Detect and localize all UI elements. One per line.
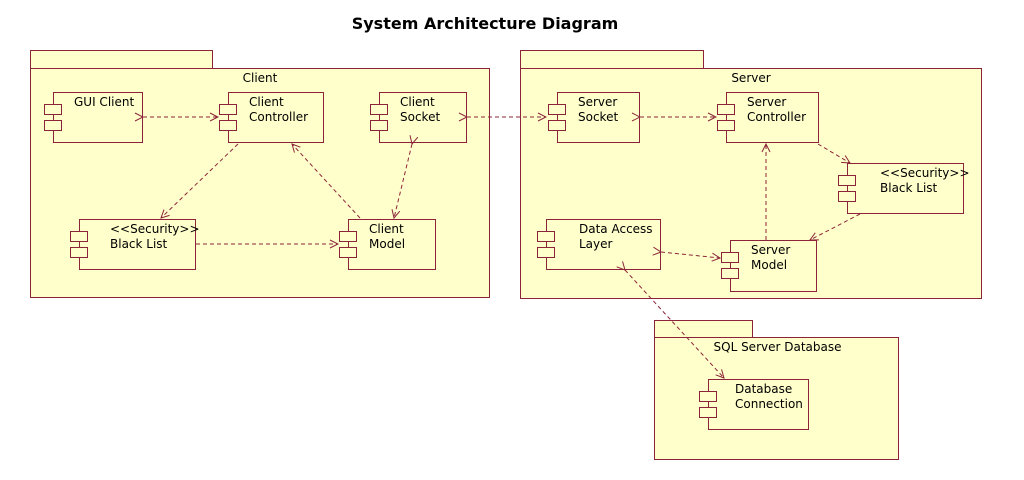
component-stereotype: <<Security>> [880,166,970,180]
component-label: Socket [400,110,441,124]
component-server-controller: Server Controller [717,92,819,143]
component-port [699,407,717,418]
component-label: Black List [880,181,938,195]
component-port [219,120,237,131]
package-client-tab [30,50,213,69]
component-port [548,104,566,115]
component-port [717,120,735,131]
diagram-title: System Architecture Diagram [351,14,619,33]
component-port [70,231,88,242]
component-port [339,247,357,258]
component-label: Client [400,95,435,109]
component-stereotype: <<Security>> [110,222,200,236]
component-port [838,191,856,202]
component-label: Client [369,222,404,236]
component-label: Layer [579,237,613,251]
package-db-tab [654,320,753,338]
component-client-black-list: <<Security>> Black List [70,219,200,270]
component-label: Black List [110,237,168,251]
component-port [44,104,62,115]
component-server-socket: Server Socket [548,92,640,143]
component-label: Server [747,95,787,109]
component-port [721,252,739,263]
component-server-black-list: <<Security>> Black List [838,163,970,214]
component-label: Model [369,237,406,251]
component-label: Model [751,258,788,272]
component-client-controller: Client Controller [219,92,324,143]
component-port [537,247,555,258]
component-client-socket: Client Socket [370,92,467,143]
component-server-model: Server Model [721,240,817,292]
component-label: Controller [249,110,309,124]
component-port [548,120,566,131]
package-db-label: SQL Server Database [713,340,842,354]
component-port [537,231,555,242]
component-data-access-layer: Data Access Layer [537,219,661,270]
package-server-tab [520,50,704,69]
component-label: Controller [747,110,807,124]
component-port [370,104,388,115]
component-label: GUI Client [74,95,135,109]
component-port [370,120,388,131]
component-port [717,104,735,115]
component-label: Connection [735,397,803,411]
component-port [70,247,88,258]
component-label: Server [578,95,618,109]
component-database-connection: Database Connection [699,379,809,430]
component-label: Database [735,382,793,396]
component-client-model: Client Model [339,219,436,270]
component-port [838,175,856,186]
component-label: Data Access [579,222,653,236]
package-client-label: Client [242,71,278,85]
component-gui-client: GUI Client [44,92,143,143]
component-port [699,391,717,402]
component-label: Socket [578,110,619,124]
component-port [339,231,357,242]
package-server-label: Server [731,71,771,85]
component-label: Client [249,95,284,109]
component-port [219,104,237,115]
component-label: Server [751,243,791,257]
component-port [721,268,739,279]
component-port [44,120,62,131]
